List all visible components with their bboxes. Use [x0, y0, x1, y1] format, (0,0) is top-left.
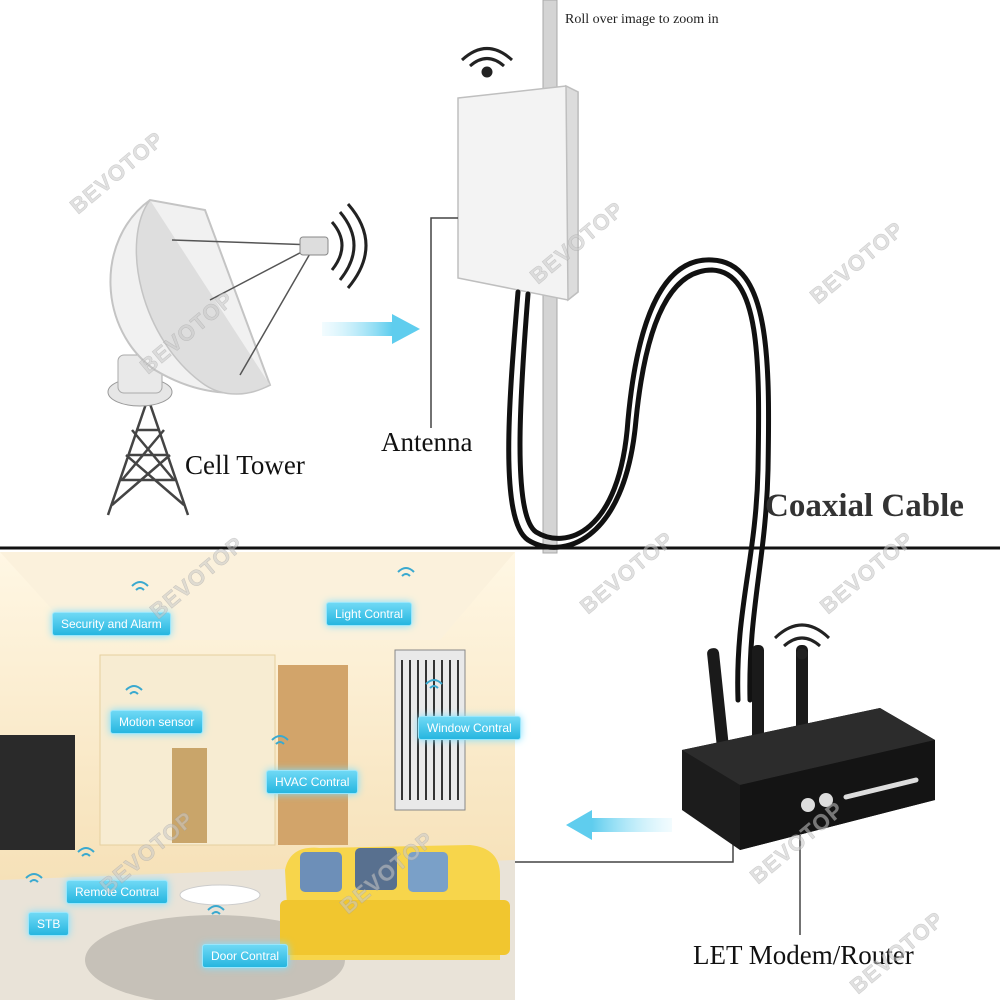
cell-tower-label: Cell Tower: [185, 450, 305, 480]
tag-door-control: Door Contral: [202, 944, 289, 968]
cell-tower-illustration: [106, 198, 368, 516]
router-illustration: [682, 623, 935, 850]
zoom-hint: Roll over image to zoom in: [565, 12, 719, 27]
tag-hvac-control: HVAC Contral: [266, 770, 359, 794]
antenna-label: Antenna: [381, 427, 473, 457]
antenna-panel: [457, 84, 579, 302]
antenna-leader-line: [430, 217, 458, 428]
router-label: LET Modem/Router: [693, 940, 914, 970]
tag-motion-sensor: Motion sensor: [110, 710, 204, 734]
tag-security-alarm: Security and Alarm: [52, 612, 171, 636]
arrow-tower-to-antenna: [322, 314, 420, 344]
tag-remote-control: Remote Contral: [66, 880, 169, 904]
tag-window-control: Window Contral: [418, 716, 521, 740]
tag-stb: STB: [28, 912, 70, 936]
tag-light-control: Light Contral: [326, 602, 413, 626]
room-wifi-icons: [25, 567, 443, 915]
arrow-router-to-room: [566, 810, 672, 840]
coaxial-cable: [506, 257, 772, 703]
coaxial-cable-label: Coaxial Cable: [765, 488, 964, 524]
antenna-wifi-icon: [460, 47, 514, 78]
